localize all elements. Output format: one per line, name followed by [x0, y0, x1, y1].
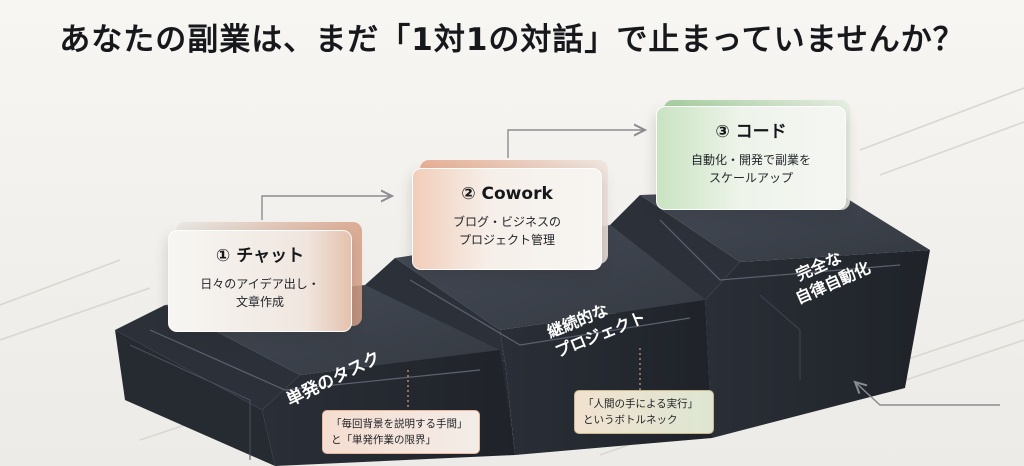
arrow-step2-to-step3: [508, 130, 645, 158]
bottleneck-note-2: 「人間の手による実行」 というボトルネック: [574, 390, 714, 434]
step-2-card: ② Cowork ブログ・ビジネスの プロジェクト管理: [412, 168, 602, 270]
bottleneck-note-1: 「毎回背景を説明する手間」 と「単発作業の限界」: [322, 410, 480, 454]
step-1-title: ① チャット: [169, 245, 351, 267]
step-1-description: 日々のアイデア出し・ 文章作成: [169, 275, 351, 311]
arrow-step1-to-step2: [262, 196, 392, 220]
step-2-title: ② Cowork: [413, 183, 601, 205]
step-3-card: ③ コード 自動化・開発で副業を スケールアップ: [656, 106, 846, 210]
step-3-description: 自動化・開発で副業を スケールアップ: [657, 151, 845, 187]
step-3-title: ③ コード: [657, 121, 845, 143]
step-2-description: ブログ・ビジネスの プロジェクト管理: [413, 213, 601, 249]
step-1-card: ① チャット 日々のアイデア出し・ 文章作成: [168, 230, 352, 332]
